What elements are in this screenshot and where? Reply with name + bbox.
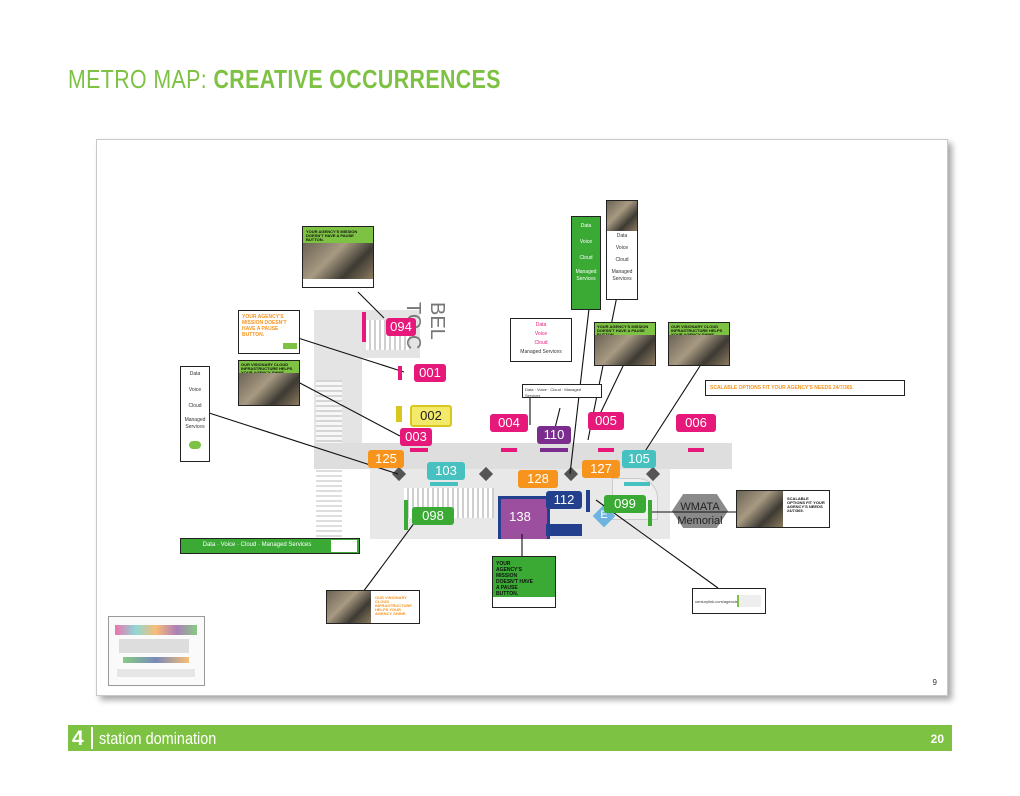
ad-138-mission-poster[interactable]: YOUR AGENCY'S MISSION DOESN'T HAVE A PAU… xyxy=(492,556,556,608)
placement-bar-004 xyxy=(501,448,517,452)
ad-006-cloud-poster[interactable]: OUR VISIONARY CLOUD INFRASTRUCTURE HELPS… xyxy=(668,322,730,366)
footer-bar xyxy=(68,725,952,751)
inner-page-number: 9 xyxy=(932,678,937,687)
ad-data: Data xyxy=(616,233,628,239)
placement-bar-103 xyxy=(430,482,458,486)
placement-bar-006 xyxy=(688,448,704,452)
location-tag-138[interactable]: 138 xyxy=(509,509,531,524)
title-bold: CREATIVE OCCURRENCES xyxy=(213,64,501,94)
ad-110-services-column[interactable]: Data Voice Cloud Managed Services xyxy=(571,216,601,310)
ad-managed: Managed Services xyxy=(575,269,597,282)
footer-page-number: 20 xyxy=(930,732,944,746)
ad-112-url-banner[interactable]: centurylink.com/agencies xyxy=(692,588,766,614)
ad-managed: Managed Services xyxy=(611,269,633,282)
placement-bar-001 xyxy=(398,366,402,380)
location-tag-094[interactable]: 094 xyxy=(386,318,416,336)
placement-bar-003 xyxy=(410,448,428,452)
location-tag-005[interactable]: 005 xyxy=(588,412,624,430)
ad-headline: OUR VISIONARY CLOUD INFRASTRUCTURE HELPS… xyxy=(375,595,412,616)
ad-headline: YOUR AGENCY'S MISSION DOESN'T HAVE A PAU… xyxy=(597,324,649,337)
location-tag-103[interactable]: 103 xyxy=(427,462,465,480)
placement-bar-110 xyxy=(540,448,568,452)
ad-110-services-strip[interactable]: Data · Voice · Cloud · Managed Services xyxy=(522,384,602,398)
map-exit-label: E xyxy=(600,509,608,521)
ad-005-mission-poster[interactable]: YOUR AGENCY'S MISSION DOESN'T HAVE A PAU… xyxy=(594,322,656,366)
ad-cloud: Cloud xyxy=(188,403,202,409)
page-title: METRO MAP: CREATIVE OCCURRENCES xyxy=(68,64,501,95)
location-tag-003[interactable]: 003 xyxy=(400,428,432,446)
ad-098-cloud-banner[interactable]: OUR VISIONARY CLOUD INFRASTRUCTURE HELPS… xyxy=(326,590,420,624)
location-tag-006[interactable]: 006 xyxy=(676,414,716,432)
footer-section-title: station domination xyxy=(99,729,217,748)
ad-headline: SCALABLE OPTIONS FIT YOUR AGENCY'S NEEDS… xyxy=(710,385,854,391)
ad-services-line: Data · Voice · Cloud · Managed Services xyxy=(525,387,582,398)
placement-bar-005 xyxy=(598,448,614,452)
ad-headline: YOUR AGENCY'S MISSION DOESN'T HAVE A PAU… xyxy=(306,229,358,242)
ad-data: Data xyxy=(580,223,592,229)
ad-headline: OUR VISIONARY CLOUD INFRASTRUCTURE HELPS… xyxy=(241,362,293,375)
minimap-thumbnail[interactable] xyxy=(108,616,205,686)
location-tag-128[interactable]: 128 xyxy=(518,470,558,488)
wmata-hexagon xyxy=(672,494,728,528)
ad-006-scalable-banner[interactable]: SCALABLE OPTIONS FIT YOUR AGENCY'S NEEDS… xyxy=(705,380,905,396)
ad-services-line: Data · Voice · Cloud · Managed Services xyxy=(202,542,312,548)
ad-voice: Voice xyxy=(534,331,548,337)
ad-voice: Voice xyxy=(188,387,202,393)
wmata-line1: WMATA xyxy=(680,501,720,513)
location-tag-099[interactable]: 099 xyxy=(604,495,646,513)
ad-data: Data xyxy=(535,322,547,328)
wmata-line2: Memorial xyxy=(677,515,723,527)
map-navy-block xyxy=(546,524,582,536)
ad-125-services-column[interactable]: Data Voice Cloud Managed Services xyxy=(180,366,210,462)
ad-001-mission-banner[interactable]: YOUR AGENCY'S MISSION DOESN'T HAVE A PAU… xyxy=(238,310,300,354)
ad-voice: Voice xyxy=(615,245,629,251)
ad-005-photo-column[interactable]: Data Voice Cloud Managed Services xyxy=(606,200,638,300)
footer-section-number: 4 xyxy=(72,727,84,750)
title-light: METRO MAP: xyxy=(68,64,214,94)
placement-bar-112 xyxy=(586,490,590,512)
ad-cloud: Cloud xyxy=(579,255,593,261)
location-138-block xyxy=(498,496,550,539)
location-tag-112[interactable]: 112 xyxy=(546,491,582,509)
location-tag-127[interactable]: 127 xyxy=(582,460,620,478)
placement-bar-098 xyxy=(404,500,408,530)
ad-004-services-panel[interactable]: Data Voice Cloud Managed Services xyxy=(510,318,572,362)
ad-voice: Voice xyxy=(579,239,593,245)
ad-098-services-banner[interactable]: Data · Voice · Cloud · Managed Services xyxy=(180,538,360,554)
location-tag-004[interactable]: 004 xyxy=(490,414,528,432)
ad-099-scalable-banner[interactable]: SCALABLE OPTIONS FIT YOUR AGENCY'S NEEDS… xyxy=(736,490,830,528)
ad-url: centurylink.com/agencies xyxy=(695,599,740,604)
location-tag-125[interactable]: 125 xyxy=(368,450,404,468)
ad-headline: SCALABLE OPTIONS FIT YOUR AGENCY'S NEEDS… xyxy=(787,496,825,513)
location-tag-001[interactable]: 001 xyxy=(414,364,446,382)
footer-divider xyxy=(91,727,93,749)
ad-cloud: Cloud xyxy=(615,257,629,263)
ad-cloud: Cloud xyxy=(534,340,548,346)
ad-headline: YOUR AGENCY'S MISSION DOESN'T HAVE A PAU… xyxy=(242,314,287,338)
placement-bar-105 xyxy=(624,482,650,486)
location-tag-110[interactable]: 110 xyxy=(537,426,571,444)
location-tag-002[interactable]: 002 xyxy=(410,405,452,427)
ad-headline: OUR VISIONARY CLOUD INFRASTRUCTURE HELPS… xyxy=(671,324,723,337)
placement-bar-099 xyxy=(648,500,652,526)
ad-094-mission-poster[interactable]: YOUR AGENCY'S MISSION DOESN'T HAVE A PAU… xyxy=(302,226,374,288)
ad-data: Data xyxy=(189,371,201,377)
ad-managed: Managed Services xyxy=(520,349,562,355)
wmata-label: WMATA Memorial xyxy=(672,500,728,528)
ad-headline: YOUR AGENCY'S MISSION DOESN'T HAVE A PAU… xyxy=(496,561,533,597)
location-tag-098[interactable]: 098 xyxy=(412,507,454,525)
placement-bar-002 xyxy=(396,406,402,422)
location-tag-105[interactable]: 105 xyxy=(622,450,656,468)
ad-003-cloud-poster[interactable]: OUR VISIONARY CLOUD INFRASTRUCTURE HELPS… xyxy=(238,360,300,406)
ad-managed: Managed Services xyxy=(184,417,206,430)
placement-bar-094 xyxy=(362,312,366,342)
